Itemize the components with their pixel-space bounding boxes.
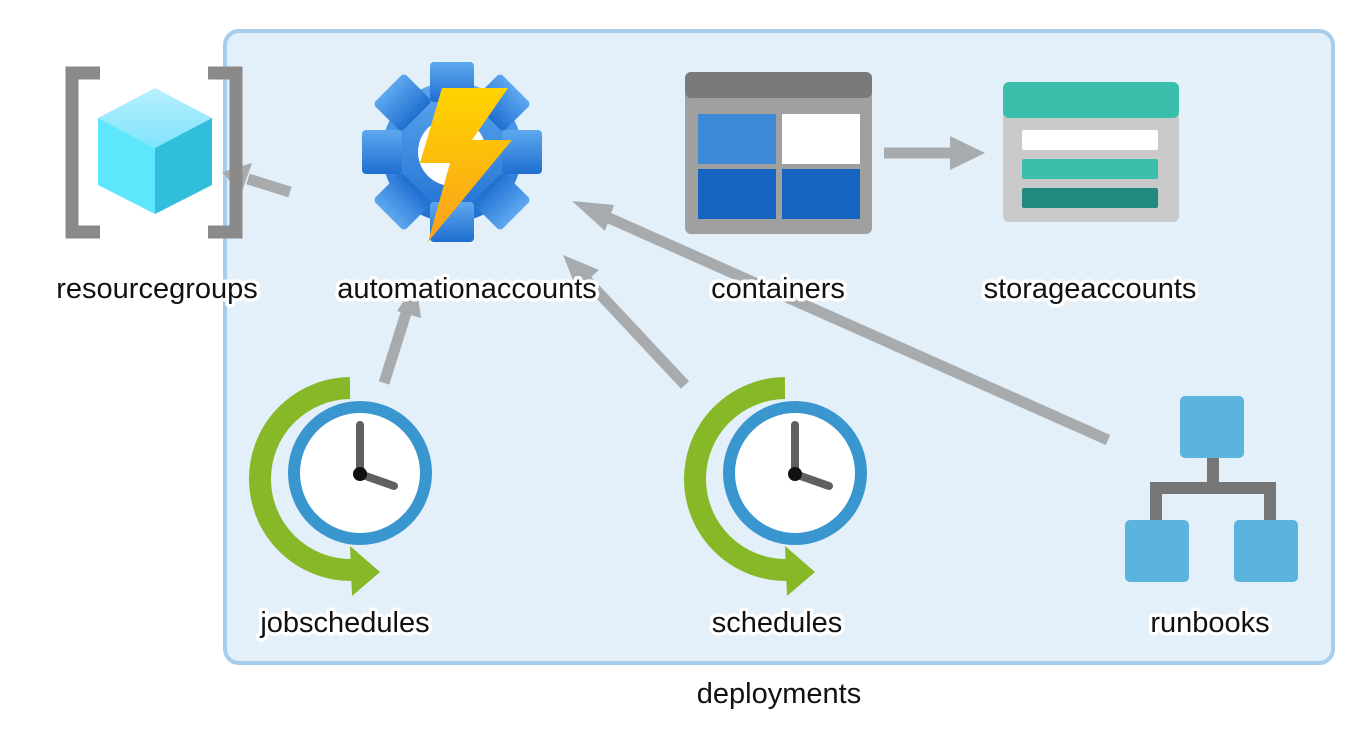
edge-schedules-automationaccounts — [563, 255, 690, 389]
group-label-deployments: deployments — [697, 678, 861, 710]
node-label-schedules: schedules — [712, 607, 843, 639]
node-label-storageaccounts: storageaccounts — [984, 273, 1197, 305]
runbook-hierarchy-icon — [1125, 396, 1298, 582]
node-label-containers: containers — [711, 273, 845, 305]
edges — [222, 136, 1111, 446]
node-label-automationaccounts: automationaccounts — [337, 273, 597, 305]
container-icon — [685, 72, 872, 234]
automation-account-icon — [362, 62, 542, 242]
edge-containers-storageaccounts — [884, 136, 985, 170]
edge-jobschedules-automationaccounts — [378, 283, 421, 385]
schedule-clock-icon — [249, 377, 432, 596]
edge-runbooks-automationaccounts — [572, 201, 1111, 446]
resource-group-icon — [65, 66, 243, 239]
node-label-jobschedules: jobschedules — [259, 607, 429, 639]
storage-account-icon — [1003, 82, 1179, 222]
schedule-clock-icon — [684, 377, 867, 596]
node-label-runbooks: runbooks — [1150, 607, 1269, 639]
node-label-resourcegroups: resourcegroups — [56, 273, 258, 305]
